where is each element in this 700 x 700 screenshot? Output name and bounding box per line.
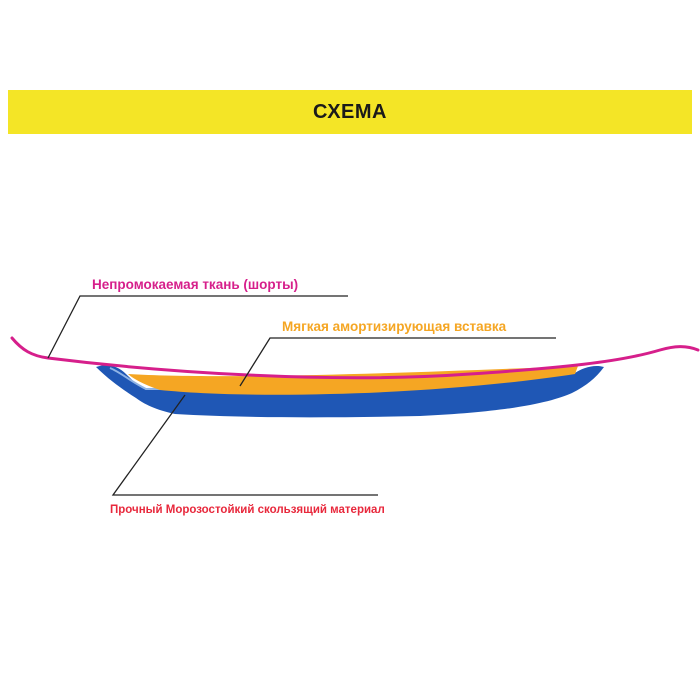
insert-leader-line: [239, 337, 556, 387]
fabric-leader-line: [47, 295, 348, 359]
fabric-label: Непромокаемая ткань (шорты): [92, 277, 298, 292]
header-title: СХЕМА: [313, 100, 387, 123]
header-banner: СХЕМА: [8, 90, 692, 134]
insert-label: Мягкая амортизирующая вставка: [282, 319, 507, 334]
base-leader-line: [111, 394, 378, 496]
base-label: Прочный Морозостойкий скользящий материа…: [110, 504, 385, 516]
fabric-layer: [10, 336, 700, 380]
